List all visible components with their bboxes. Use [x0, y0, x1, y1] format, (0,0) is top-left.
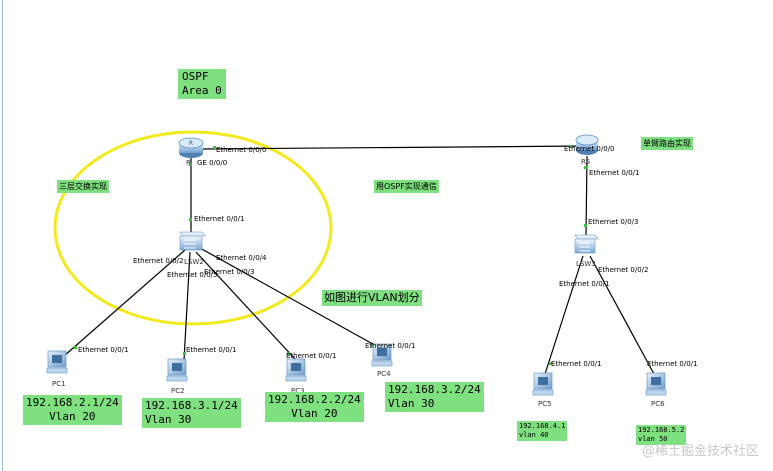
pc6-vlan: vlan 50 [638, 435, 668, 443]
port-label: Ethernet 0/0/1 [589, 169, 640, 177]
r5-label: R5 [581, 158, 591, 166]
pc-icon[interactable] [371, 343, 393, 367]
link-lsw2-pc3 [195, 251, 297, 361]
pc6-ip-box: 192.168.5.2 vlan 50 [636, 425, 687, 445]
port-markers [74, 145, 650, 365]
pc4-vlan: Vlan 30 [388, 397, 435, 410]
pc4-ip: 192.168.3.2/24 [388, 383, 481, 396]
lsw2-label: LSW2 [184, 258, 204, 266]
port-label: Ethernet 0/0/1 [78, 346, 129, 354]
pc-icon[interactable] [166, 358, 188, 382]
pc1-label: PC1 [52, 380, 66, 388]
router-icon[interactable] [575, 134, 599, 155]
port-label: Ethernet 0/0/1 [194, 215, 245, 223]
links [63, 145, 655, 375]
port-label: Ethernet 0/0/1 [286, 352, 337, 360]
pc1-vlan: Vlan 20 [49, 410, 96, 423]
pc3-label: PC3 [291, 387, 305, 395]
port-label: Ethernet 0/0/3 [204, 268, 255, 276]
port-label: Ethernet 0/0/2 [133, 257, 184, 265]
switch-icon[interactable] [179, 231, 206, 251]
ospf-title-line2: Area 0 [182, 84, 222, 97]
pc6-label: PC6 [651, 400, 665, 408]
pc1-ip-box: 192.168.2.1/24 Vlan 20 [23, 395, 122, 425]
pc5-ip: 192.168.4.1 [519, 422, 566, 430]
pc3-ip: 192.168.2.2/24 [268, 393, 361, 406]
pc4-label: PC4 [377, 370, 391, 378]
switch-icon[interactable] [574, 234, 599, 254]
link-r5-lsw3 [585, 155, 588, 237]
port-label: Ethernet 0/0/5 [167, 271, 218, 279]
link-lsw3-pc5 [544, 255, 584, 375]
pc2-ip-box: 192.168.3.1/24 Vlan 30 [142, 398, 241, 428]
port-label: Ethernet 0/0/3 [588, 218, 639, 226]
port-label: Ethernet 0/0/0 [216, 146, 267, 154]
pc3-ip-box: 192.168.2.2/24 Vlan 20 [265, 392, 364, 422]
router-icon[interactable]: R [178, 137, 204, 158]
pc5-ip-box: 192.168.4.1 vlan 40 [517, 421, 568, 441]
link-lsw2-pc2 [183, 251, 191, 361]
port-label: GE 0/0/0 [197, 159, 228, 167]
link-lsw2-pc4 [199, 247, 381, 349]
pc-icon[interactable] [285, 358, 307, 382]
lsw3-label: LSW3 [576, 260, 596, 268]
note-single-arm: 单臂路由实现 [641, 137, 693, 150]
port-label: Ethernet 0/0/4 [216, 254, 267, 262]
pc5-label: PC5 [538, 400, 552, 408]
pc2-ip: 192.168.3.1/24 [145, 399, 238, 412]
pc-icon[interactable] [46, 350, 68, 374]
link-r-r5 [199, 145, 586, 150]
pc-icon[interactable] [532, 372, 554, 396]
pc1-ip: 192.168.2.1/24 [26, 396, 119, 409]
port-label: Ethernet 0/0/2 [598, 266, 649, 274]
note-ospf-comm: 用OSPF实现通信 [374, 180, 439, 193]
pc6-ip: 192.168.5.2 [638, 426, 685, 434]
link-lsw3-pc6 [589, 255, 655, 375]
left-border-line [2, 0, 3, 471]
router-left-glyph: R [189, 140, 193, 147]
port-label: Ethernet 0/0/1 [647, 360, 698, 368]
ospf-area-title: OSPF Area 0 [178, 69, 226, 99]
port-label: Ethernet 0/0/1 [551, 360, 602, 368]
pc2-vlan: Vlan 30 [145, 413, 192, 426]
link-lsw2-pc1 [63, 249, 186, 357]
pc2-label: PC2 [171, 387, 185, 395]
area-ellipse [53, 130, 333, 326]
pc-icon[interactable] [645, 372, 667, 396]
port-label: Ethernet 0/0/1 [186, 346, 237, 354]
pc3-vlan: Vlan 20 [291, 407, 338, 420]
pc5-vlan: vlan 40 [519, 431, 549, 439]
port-label: Ethernet 0/0/0 [564, 145, 615, 153]
ospf-title-line1: OSPF [182, 70, 209, 83]
note-l3-switching: 三层交换实现 [57, 180, 109, 193]
port-label: Ethernet 0/0/1 [365, 342, 416, 350]
router-left-label: R [186, 159, 191, 167]
pc4-ip-box: 192.168.3.2/24 Vlan 30 [385, 382, 484, 412]
port-label: Ethernet 0/0/1 [559, 280, 610, 288]
note-vlan-div: 如图进行VLAN划分 [322, 290, 422, 306]
watermark-text: @稀土掘金技术社区 [641, 444, 759, 459]
